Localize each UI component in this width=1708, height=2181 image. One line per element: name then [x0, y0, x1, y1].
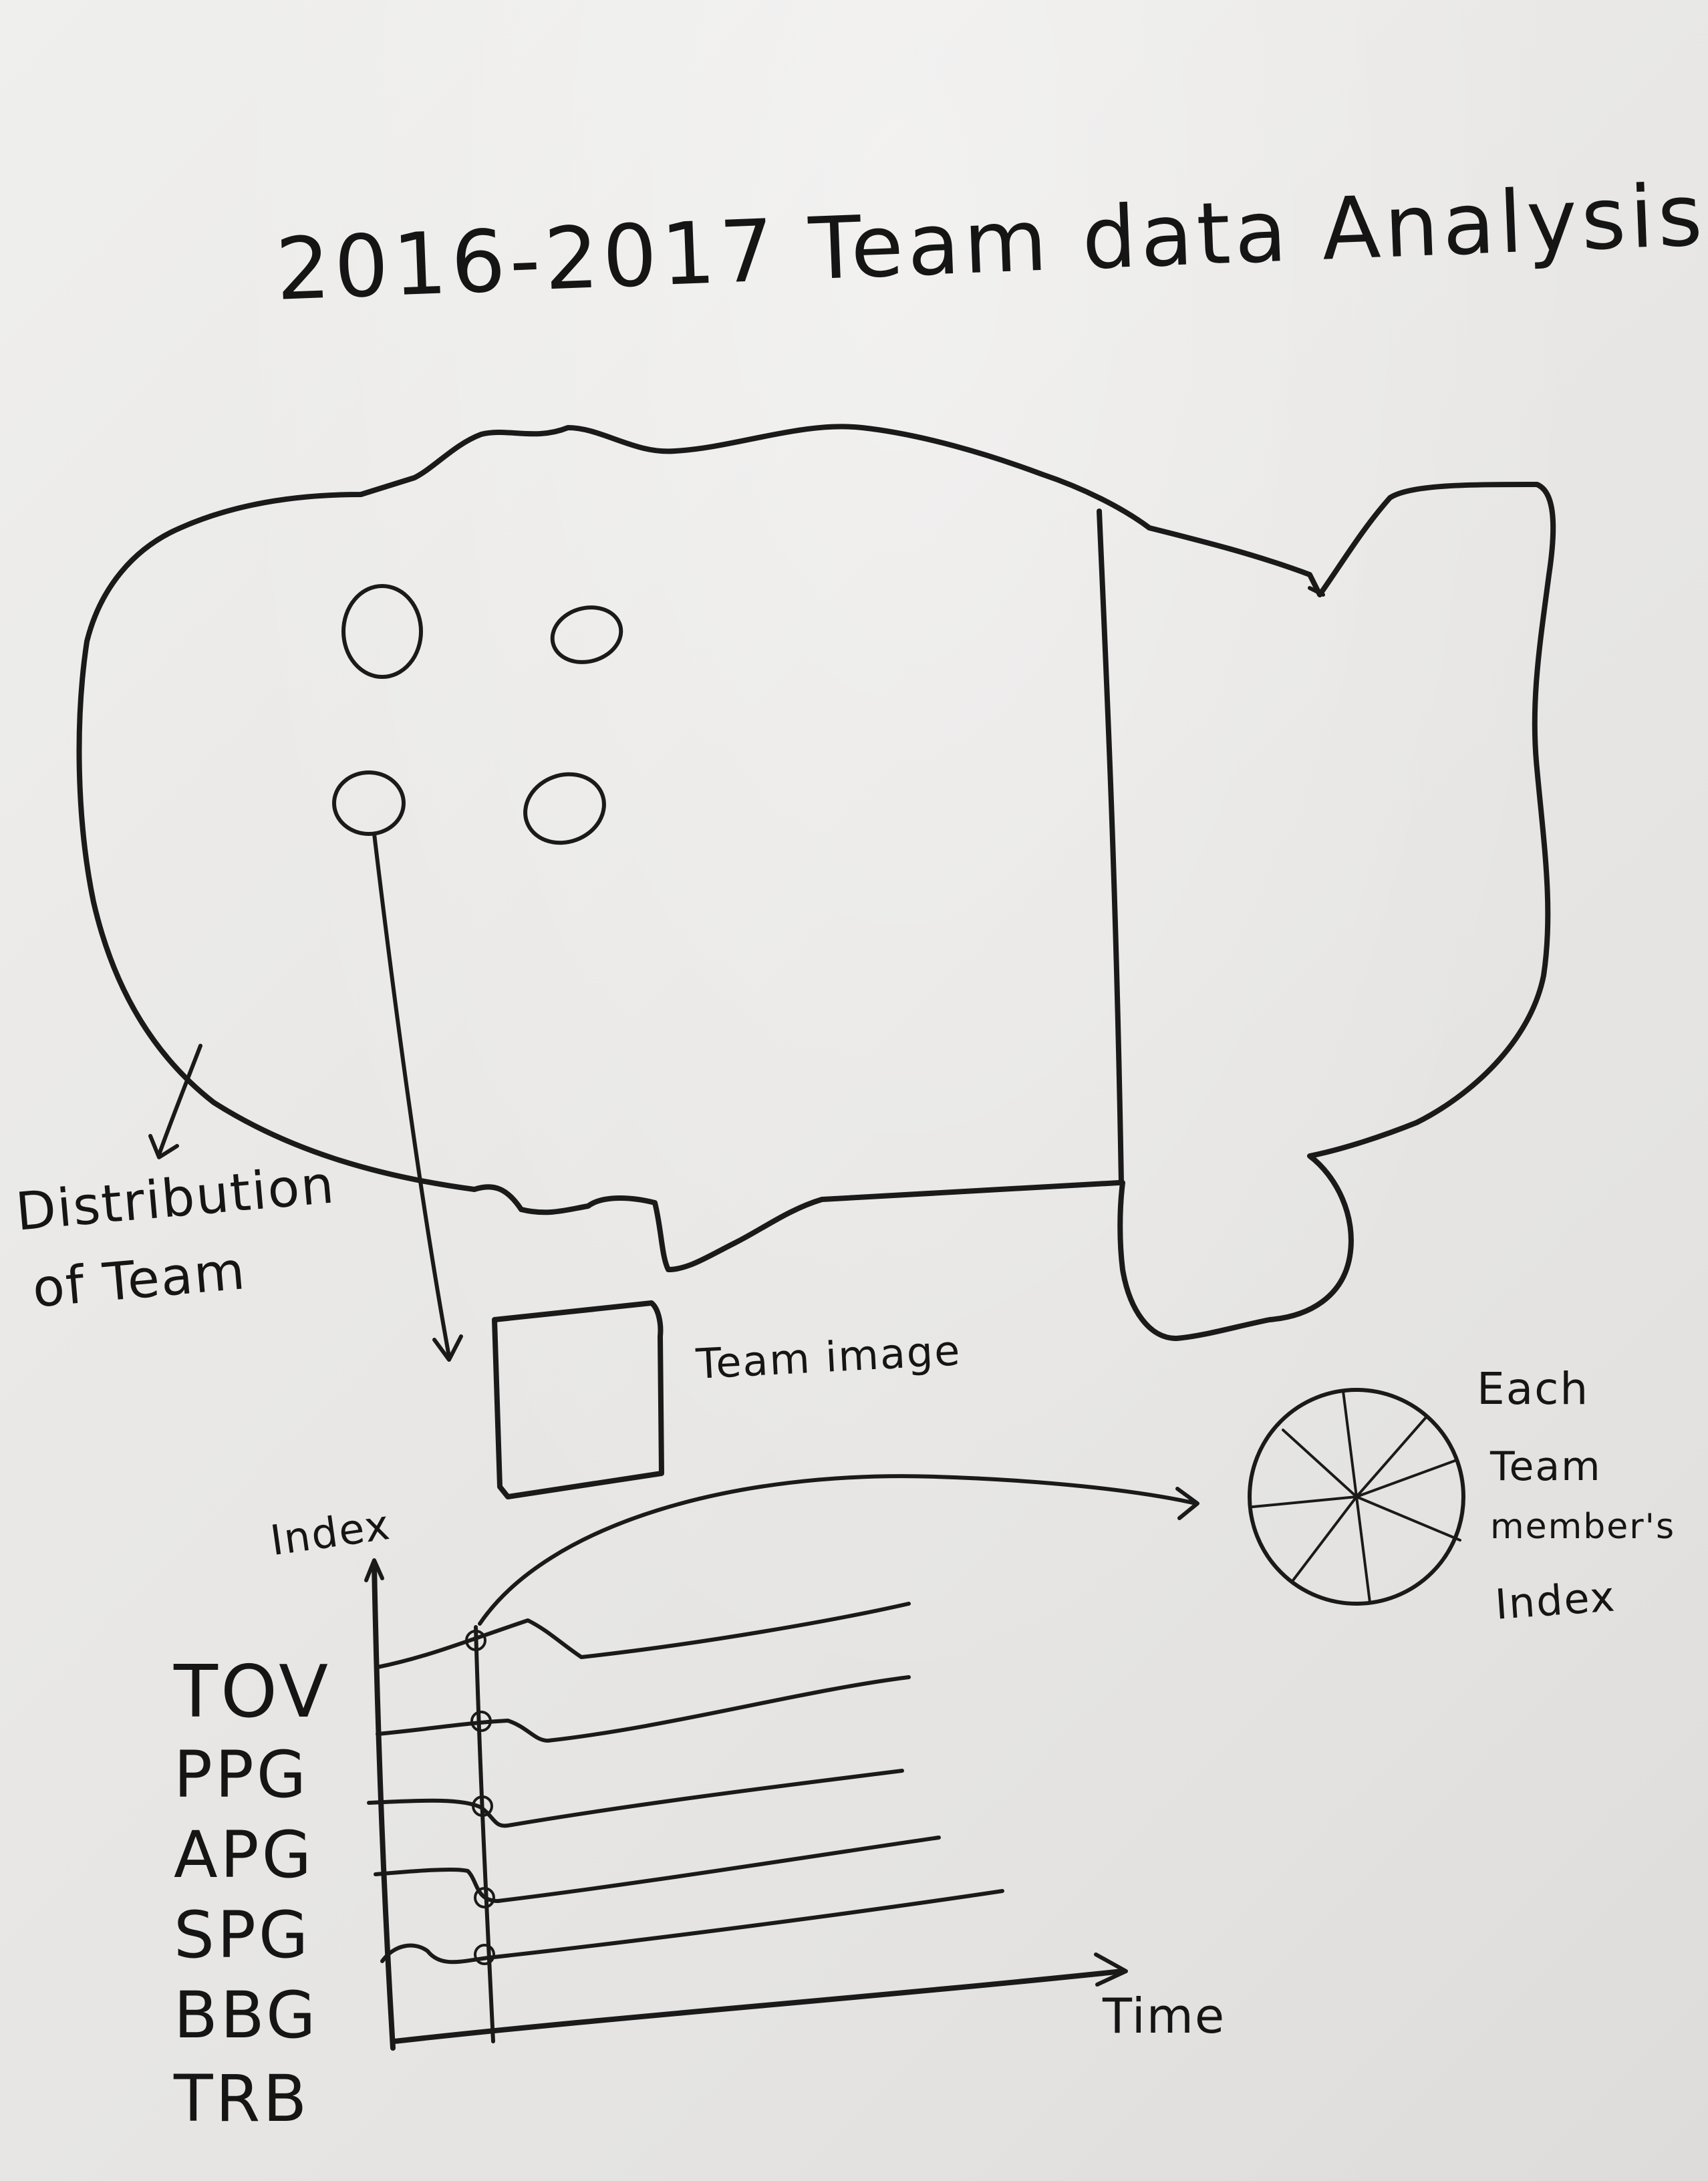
map-label-arrow: [157, 1044, 202, 1157]
timeline-x-arrow-head: [1094, 1952, 1128, 1987]
metric-label-apg: APG: [174, 1818, 314, 1892]
pie-label-line2: Team: [1490, 1443, 1602, 1490]
series-line-apg: [367, 1769, 904, 1828]
arrow-head: [1175, 1487, 1199, 1520]
whiteboard-drawing: [76, 424, 1556, 2051]
pie-label-line1: Each: [1477, 1363, 1590, 1415]
pie-slice-line: [1355, 1459, 1458, 1498]
cursor-point: [474, 1887, 495, 1908]
pie-slice-line: [1355, 1495, 1371, 1604]
timeline-x-axis: [392, 1969, 1125, 2044]
metric-label-ppg: PPG: [174, 1737, 309, 1812]
map-region-divider: [1097, 508, 1124, 1185]
pie-slice-line: [1282, 1429, 1358, 1498]
team-location-circle: [341, 584, 423, 679]
cursor-point: [472, 1795, 493, 1817]
pie-slice-line: [1292, 1495, 1358, 1582]
arrow-head: [148, 1134, 179, 1159]
team-location-circle: [523, 772, 606, 845]
cursor-point: [474, 1944, 495, 1965]
metric-label-trb: TRB: [174, 2061, 310, 2136]
pie-slice-line: [1355, 1415, 1428, 1498]
arrow-head: [432, 1334, 463, 1362]
cursor-point: [470, 1711, 492, 1732]
metric-label-spg: SPG: [174, 1898, 311, 1973]
series-line-ppg: [376, 1675, 911, 1743]
timeline-y-arrow-head: [364, 1558, 384, 1582]
pie-label-line3: member's: [1490, 1507, 1676, 1547]
metric-label-bbg: BBG: [174, 1978, 319, 2053]
pie-slice-line: [1342, 1390, 1358, 1498]
series-line-spg: [374, 1836, 941, 1903]
pie-slice-line: [1355, 1495, 1461, 1542]
team-location-circle: [550, 605, 623, 664]
series-line-tov: [376, 1602, 911, 1669]
circle-to-image-arrow: [372, 832, 451, 1358]
timeline-to-pie-arrow: [478, 1474, 1198, 1626]
us-map-outline: [76, 424, 1556, 1341]
timeline-x-label: Time: [1103, 1988, 1226, 2044]
cursor-point: [465, 1630, 486, 1651]
series-line-bbg: [380, 1889, 1004, 1965]
pie-slice-line: [1252, 1495, 1358, 1508]
map-border-tick: [1127, 513, 1325, 597]
timeline-y-axis: [372, 1561, 396, 2051]
member-pie-chart: [1248, 1388, 1465, 1606]
time-cursor-line: [474, 1625, 495, 2043]
team-image-box: [492, 1300, 664, 1499]
metric-label-tov: TOV: [174, 1650, 331, 1734]
team-location-circle: [332, 770, 406, 836]
pie-label-line4: Index: [1493, 1572, 1618, 1629]
